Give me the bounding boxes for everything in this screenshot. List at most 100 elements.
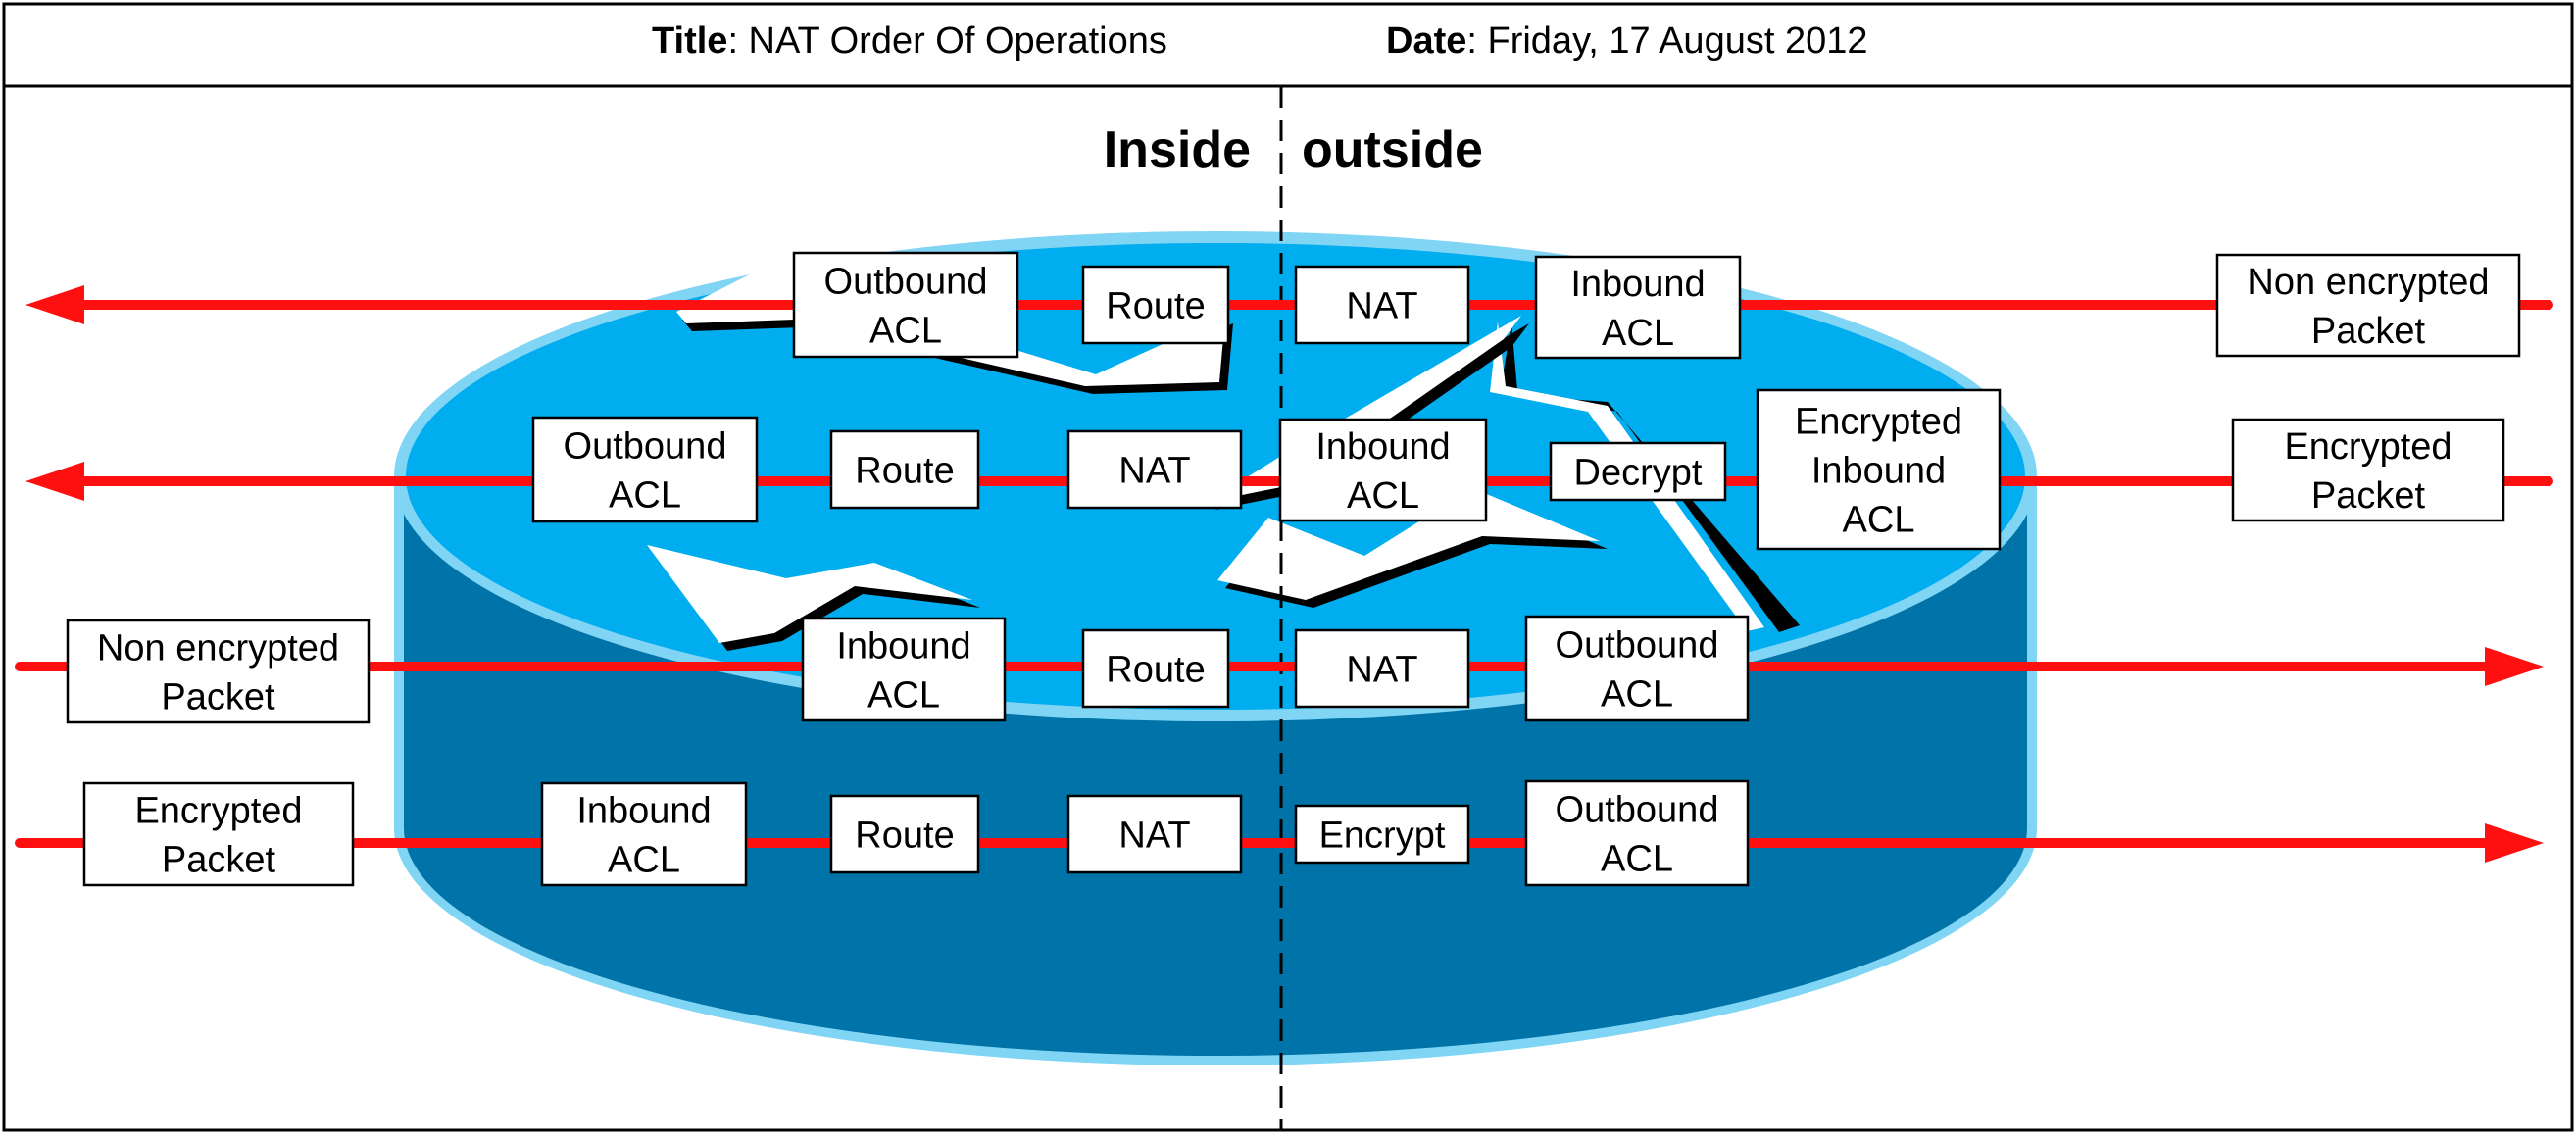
packet-box-box [82, 781, 355, 887]
router-arrow-sw [647, 545, 972, 643]
step-box-5: Route [829, 429, 980, 510]
arrowhead-icon [2485, 647, 2544, 686]
step-box-4-label: ACL [1601, 674, 1673, 716]
zone-label-inside: Inside [1104, 122, 1251, 178]
step-box-5-box [829, 429, 980, 510]
step-box-2-label: Route [855, 816, 954, 857]
step-box-5-box [1524, 779, 1750, 887]
step-box-1-box [1756, 388, 2002, 551]
step-box-1-box [801, 617, 1007, 722]
step-box-3: NAT [1294, 628, 1470, 709]
step-box-3-box [1278, 418, 1488, 522]
step-box-1-label: ACL [867, 675, 940, 717]
packet-box-label: Packet [2311, 311, 2426, 352]
packet-box-label: Non encrypted [97, 628, 339, 669]
packet-box-label: Encrypted [134, 791, 302, 832]
step-box-3-label: Route [1106, 286, 1205, 327]
step-box-2-box [829, 794, 980, 874]
step-box-4-label: NAT [1118, 451, 1190, 492]
step-box-1-label: Inbound [1811, 451, 1946, 492]
step-box-4: NAT [1066, 429, 1243, 510]
zone-label-outside: outside [1302, 122, 1483, 178]
step-box-2-box [1081, 628, 1230, 709]
router-arrow-se [1490, 322, 1764, 631]
step-box-1-label: Inbound [1570, 264, 1705, 305]
step-box-3-label: NAT [1118, 816, 1190, 857]
step-box-2-box [1549, 441, 1727, 502]
header-date-value: : Friday, 17 August 2012 [1466, 21, 1867, 62]
step-box-4-label: Encrypt [1319, 816, 1446, 857]
step-box-2: NAT [1294, 265, 1470, 345]
step-box-4-label: ACL [869, 311, 942, 352]
packet-box-label: Packet [161, 677, 275, 718]
step-box-3-label: ACL [1347, 475, 1419, 517]
step-box-4-box [1066, 429, 1243, 510]
packet-box-label: Non encrypted [2247, 262, 2489, 303]
step-box-3-label: Inbound [1315, 426, 1450, 468]
step-box-2: Route [829, 794, 980, 874]
header-title: Title: NAT Order Of Operations [652, 21, 1167, 62]
step-box-3: Route [1081, 265, 1230, 345]
step-box-1-label: ACL [1843, 500, 1915, 541]
packet-box-label: Packet [162, 840, 276, 881]
step-box-4-box [792, 251, 1019, 359]
flow-rows: Non encryptedPacketInboundACLNATRouteOut… [15, 251, 2553, 887]
step-box-6-label: ACL [609, 475, 681, 517]
header-date: Date: Friday, 17 August 2012 [1386, 21, 1868, 62]
step-box-1-label: Encrypted [1795, 402, 1962, 443]
step-box-3-box [1081, 265, 1230, 345]
step-box-6-box [531, 416, 759, 523]
step-box-3: NAT [1066, 794, 1243, 874]
packet-box-label: Encrypted [2284, 426, 2452, 468]
step-box-4-box [1524, 615, 1750, 722]
header-title-value: : NAT Order Of Operations [727, 21, 1166, 62]
step-box-5-label: Route [855, 451, 954, 492]
step-box-2-label: NAT [1346, 286, 1417, 327]
step-box-2: Decrypt [1549, 441, 1727, 502]
header-date-label: Date [1386, 21, 1466, 62]
packet-box-box [2231, 418, 2505, 522]
step-box-1-box [540, 781, 748, 887]
arrowhead-icon [25, 285, 84, 324]
step-box-2-label: Route [1106, 650, 1205, 691]
step-box-1-label: Inbound [576, 791, 711, 832]
step-box-1-label: ACL [1602, 313, 1674, 354]
step-box-1-label: Inbound [836, 626, 970, 668]
step-box-3-box [1294, 628, 1470, 709]
flow-row-2: EncryptedPacketEncryptedInboundACLDecryp… [25, 388, 2553, 551]
step-box-2-box [1294, 265, 1470, 345]
step-box-2: Route [1081, 628, 1230, 709]
step-box-5-label: Outbound [1556, 790, 1719, 831]
step-box-2-label: Decrypt [1574, 453, 1703, 494]
step-box-3-box [1066, 794, 1243, 874]
arrowhead-icon [2485, 823, 2544, 863]
packet-box-box [2215, 253, 2521, 358]
step-box-4: Encrypt [1294, 804, 1470, 865]
step-box-5-label: ACL [1601, 839, 1673, 880]
packet-box-box [66, 619, 371, 724]
step-box-4-label: Outbound [824, 262, 988, 303]
header-title-label: Title [652, 21, 727, 62]
step-box-1-label: ACL [608, 840, 680, 881]
step-box-4-label: Outbound [1556, 625, 1719, 667]
step-box-3-label: NAT [1346, 650, 1417, 691]
step-box-4-box [1294, 804, 1470, 865]
packet-box-label: Packet [2311, 475, 2426, 517]
